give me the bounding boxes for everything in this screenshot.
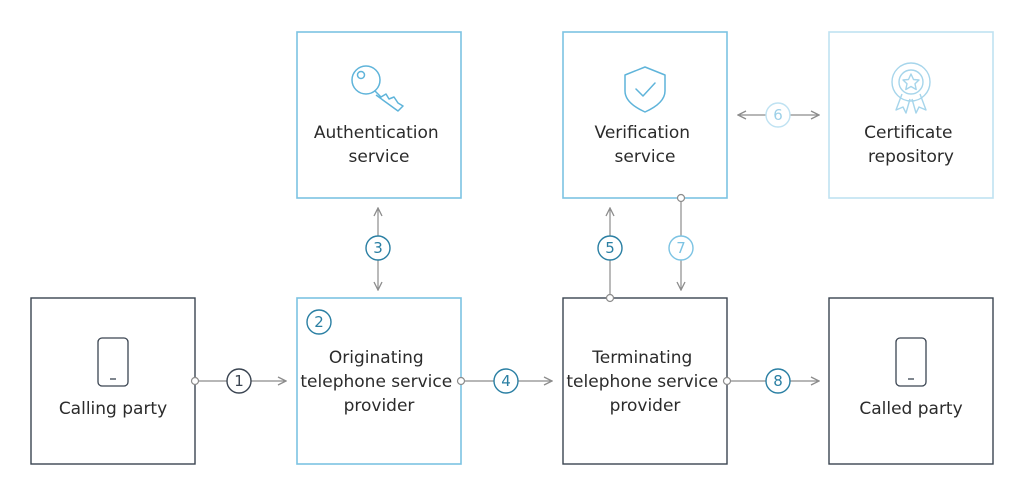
step-2-label: 2 — [314, 313, 324, 331]
verification-service-box — [562, 31, 728, 199]
certificate-badge-icon — [891, 62, 931, 114]
step-badge-2: 2 — [306, 309, 332, 335]
step-3-label: 3 — [373, 239, 383, 257]
key-icon — [351, 65, 404, 112]
step-7-label: 7 — [676, 239, 686, 257]
certificate-line-2: repository — [868, 147, 954, 167]
step-badge-4: 4 — [493, 368, 519, 394]
connector-dots — [190, 193, 732, 386]
originating-line-3: provider — [344, 396, 415, 416]
step-6-label: 6 — [773, 106, 783, 124]
originating-provider-box — [296, 297, 462, 465]
step-badge-3: 3 — [365, 235, 391, 261]
dot-terminating-top — [605, 293, 615, 303]
terminating-line-1: Terminating — [591, 348, 692, 368]
calling-party-label: Calling party — [59, 399, 167, 419]
certificate-repository-label: Certificate repository — [864, 123, 958, 167]
certificate-line-1: Certificate — [864, 123, 952, 143]
step-5-label: 5 — [605, 239, 615, 257]
step-8-label: 8 — [773, 372, 783, 390]
originating-line-1: Originating — [329, 348, 424, 368]
verification-line-1: Verification — [595, 123, 691, 143]
phone-icon — [97, 337, 129, 387]
verification-line-2: service — [615, 147, 676, 167]
step-badge-6: 6 — [765, 102, 791, 128]
authentication-line-2: service — [349, 147, 410, 167]
called-party-box — [828, 297, 994, 465]
authentication-line-1: Authentication — [314, 123, 439, 143]
step-badge-7: 7 — [668, 235, 694, 261]
phone-icon — [895, 337, 927, 387]
calling-party-box — [30, 297, 196, 465]
authentication-service-box — [296, 31, 462, 199]
certificate-repository-box — [828, 31, 994, 199]
step-badge-8: 8 — [765, 368, 791, 394]
step-badge-1: 1 — [226, 368, 252, 394]
step-4-label: 4 — [501, 372, 511, 390]
originating-provider-label: Originating telephone service provider — [300, 348, 457, 416]
dot-calling-out — [190, 376, 200, 386]
step-1-label: 1 — [234, 372, 244, 390]
terminating-provider-box — [562, 297, 728, 465]
dot-verification-bottom — [676, 193, 686, 203]
shield-check-icon — [624, 66, 666, 113]
originating-line-2: telephone service — [300, 372, 452, 392]
step-badge-5: 5 — [597, 235, 623, 261]
authentication-service-label: Authentication service — [314, 123, 444, 167]
terminating-provider-label: Terminating telephone service provider — [566, 348, 723, 416]
terminating-line-2: telephone service — [566, 372, 718, 392]
terminating-line-3: provider — [610, 396, 681, 416]
called-party-label: Called party — [859, 399, 962, 419]
verification-service-label: Verification service — [595, 123, 696, 167]
dot-terminating-out — [722, 376, 732, 386]
dot-originating-out — [456, 376, 466, 386]
